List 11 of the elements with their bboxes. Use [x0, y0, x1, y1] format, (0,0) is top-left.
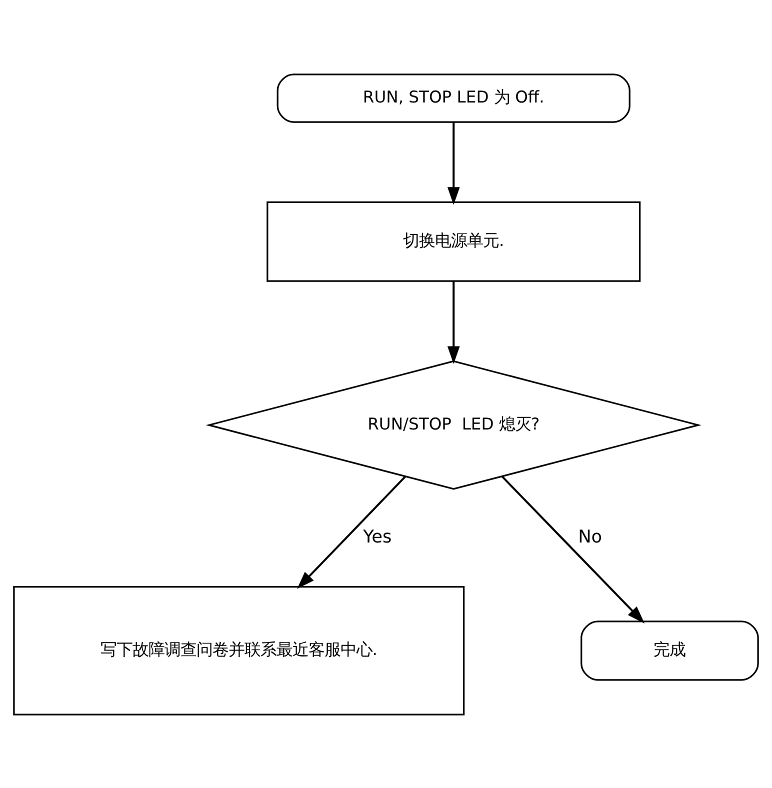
- arrow: [297, 475, 406, 588]
- arrow: [447, 122, 460, 204]
- arrow: [501, 475, 645, 623]
- node-box: RUN, STOP LED 为 Off.: [276, 73, 630, 122]
- node-box: 写下故障调查问卷并联系最近客服中心.: [13, 586, 465, 715]
- edge-label: No: [578, 527, 602, 548]
- edge-label: Yes: [363, 527, 392, 548]
- node-box: 完成: [580, 620, 759, 680]
- arrow: [447, 280, 460, 364]
- node-box: 切换电源单元.: [266, 200, 641, 282]
- node-diamond: RUN/STOP LED 熄灭?: [206, 360, 702, 490]
